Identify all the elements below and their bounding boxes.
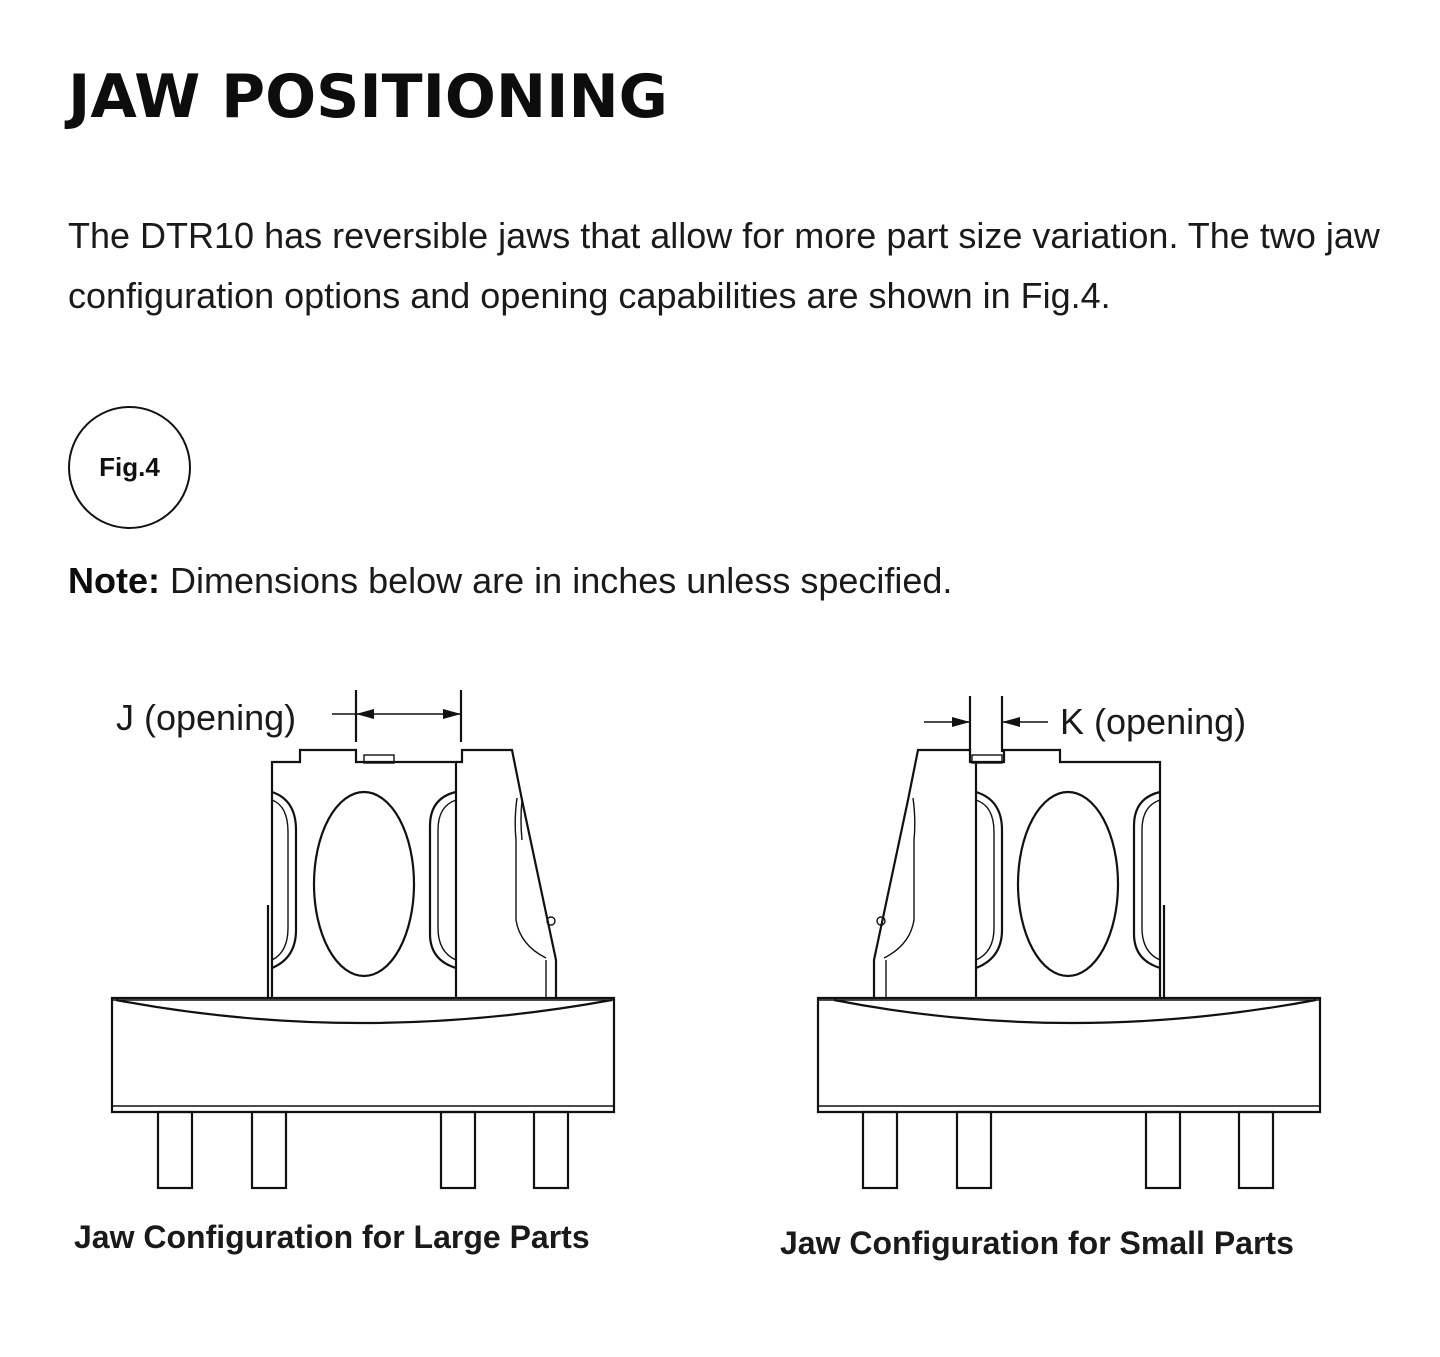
right-jaw bbox=[456, 748, 558, 998]
small-right-jaw bbox=[971, 748, 1166, 998]
dimension-k: K (opening) bbox=[924, 696, 1246, 752]
dimension-k-label: K (opening) bbox=[1060, 701, 1246, 742]
dimension-j-label: J (opening) bbox=[116, 697, 296, 738]
large-base-plate bbox=[110, 996, 616, 1114]
small-base-plate bbox=[816, 996, 1322, 1114]
figure-badge: Fig.4 bbox=[68, 406, 191, 529]
page-title: JAW POSITIONING bbox=[68, 62, 668, 132]
dimension-j: J (opening) bbox=[116, 690, 463, 742]
jaw-configuration-drawing: J (opening) bbox=[74, 690, 1322, 1261]
small-parts-diagram: K (opening) bbox=[780, 696, 1322, 1261]
large-pins bbox=[156, 1110, 570, 1190]
left-jaw bbox=[266, 748, 458, 998]
note-text: Dimensions below are in inches unless sp… bbox=[160, 560, 953, 601]
small-left-jaw bbox=[872, 748, 976, 998]
large-parts-caption: Jaw Configuration for Large Parts bbox=[74, 1219, 590, 1255]
note: Note: Dimensions below are in inches unl… bbox=[68, 560, 952, 602]
intro-paragraph: The DTR10 has reversible jaws that allow… bbox=[68, 215, 1380, 316]
figure-badge-label: Fig.4 bbox=[99, 452, 160, 482]
large-parts-diagram: J (opening) bbox=[74, 690, 616, 1255]
small-parts-caption: Jaw Configuration for Small Parts bbox=[780, 1225, 1294, 1261]
note-label: Note: bbox=[68, 560, 160, 601]
small-pins bbox=[861, 1110, 1275, 1190]
